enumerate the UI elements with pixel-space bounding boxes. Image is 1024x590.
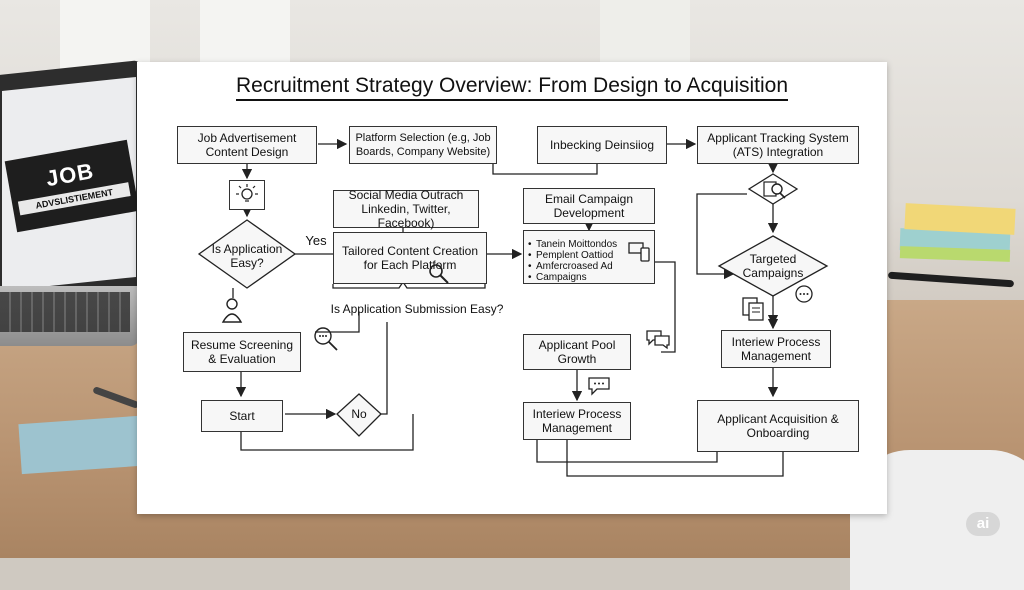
- node-acquisition-onboarding[interactable]: Applicant Acquisition & Onboarding: [697, 400, 859, 452]
- label-yes: Yes: [305, 233, 327, 248]
- decision-diamond-easy: [197, 219, 297, 289]
- list-item: Pemplent Oattiod: [528, 250, 617, 261]
- chat-search-icon: [313, 326, 343, 359]
- laptop-keyboard: [0, 292, 130, 332]
- node-label: Tailored Content Creation for Each Platf…: [341, 244, 479, 272]
- node-interview-mid[interactable]: Interiew Process Management: [523, 402, 631, 440]
- node-applicant-pool[interactable]: Applicant Pool Growth: [523, 334, 631, 370]
- node-start[interactable]: Start: [201, 400, 283, 432]
- diagram-title: Recruitment Strategy Overview: From Desi…: [137, 74, 887, 101]
- lightbulb-icon: [229, 180, 265, 210]
- label-submission-easy: Is Application Submission Easy?: [330, 302, 504, 316]
- node-label: Start: [229, 409, 255, 423]
- node-label: Job Advertisement Content Design: [197, 131, 297, 159]
- node-email-list[interactable]: Tanein Moittondos Pemplent Oattiod Amfer…: [523, 230, 655, 284]
- node-label: Applicant Acquisition & Onboarding: [717, 412, 839, 440]
- decision-diamond-targeted: [717, 235, 829, 297]
- magnifier-icon: [427, 262, 451, 291]
- node-inbecking[interactable]: Inbecking Deinsiiog: [537, 126, 667, 164]
- list-item: Tanein Moittondos: [528, 239, 617, 250]
- node-interview-right[interactable]: Interiew Process Management: [721, 330, 831, 368]
- clipboard-search-icon: [747, 172, 799, 211]
- node-label: Inbecking Deinsiiog: [549, 138, 655, 152]
- node-tailored-content[interactable]: Tailored Content Creation for Each Platf…: [333, 232, 487, 284]
- flowchart-board: Recruitment Strategy Overview: From Desi…: [137, 62, 887, 514]
- ai-badge: ai: [966, 512, 1000, 536]
- node-label: Platform Selection (e.g, Job Boards, Com…: [355, 132, 491, 158]
- node-resume-screening[interactable]: Resume Screening & Evaluation: [183, 332, 301, 372]
- node-platform-selection[interactable]: Platform Selection (e.g, Job Boards, Com…: [349, 126, 497, 164]
- chat-bubble-icon: [645, 328, 671, 355]
- node-label: Interiew Process Management: [532, 407, 622, 435]
- documents-icon: [741, 296, 767, 329]
- person-icon: [219, 296, 245, 329]
- connector-lines: [197, 138, 829, 477]
- sticky-notes-blue: [18, 415, 142, 475]
- diamond-label-easy: Is Application Easy?: [211, 242, 283, 270]
- devices-icon: [627, 240, 653, 271]
- node-ats-integration[interactable]: Applicant Tracking System (ATS) Integrat…: [697, 126, 859, 164]
- diagram-title-text: Recruitment Strategy Overview: From Desi…: [235, 74, 789, 101]
- list-item: Amfercroased Ad: [528, 261, 617, 272]
- node-label: Interiew Process Management: [731, 335, 821, 363]
- node-label: Resume Screening & Evaluation: [190, 338, 294, 366]
- node-label: Applicant Pool Growth: [538, 338, 616, 366]
- node-email-campaign[interactable]: Email Campaign Development: [523, 188, 655, 224]
- node-social-media[interactable]: Social Media Outrach Linkedin, Twitter, …: [333, 188, 479, 230]
- node-label: Social Media Outrach Linkedin, Twitter, …: [348, 188, 464, 230]
- diamond-label-targeted: Targeted Campaigns: [742, 252, 804, 280]
- list-item: Campaigns: [528, 272, 617, 283]
- diamond-label-no: No: [351, 407, 367, 421]
- node-job-ad-design[interactable]: Job Advertisement Content Design: [177, 126, 317, 164]
- chat-dots-icon: [793, 284, 815, 311]
- email-campaign-list: Tanein Moittondos Pemplent Oattiod Amfer…: [528, 239, 617, 283]
- node-label: Applicant Tracking System (ATS) Integrat…: [707, 131, 849, 159]
- decision-diamond-no: [336, 393, 382, 437]
- node-label: Email Campaign Development: [544, 192, 634, 220]
- message-icon: [587, 376, 611, 401]
